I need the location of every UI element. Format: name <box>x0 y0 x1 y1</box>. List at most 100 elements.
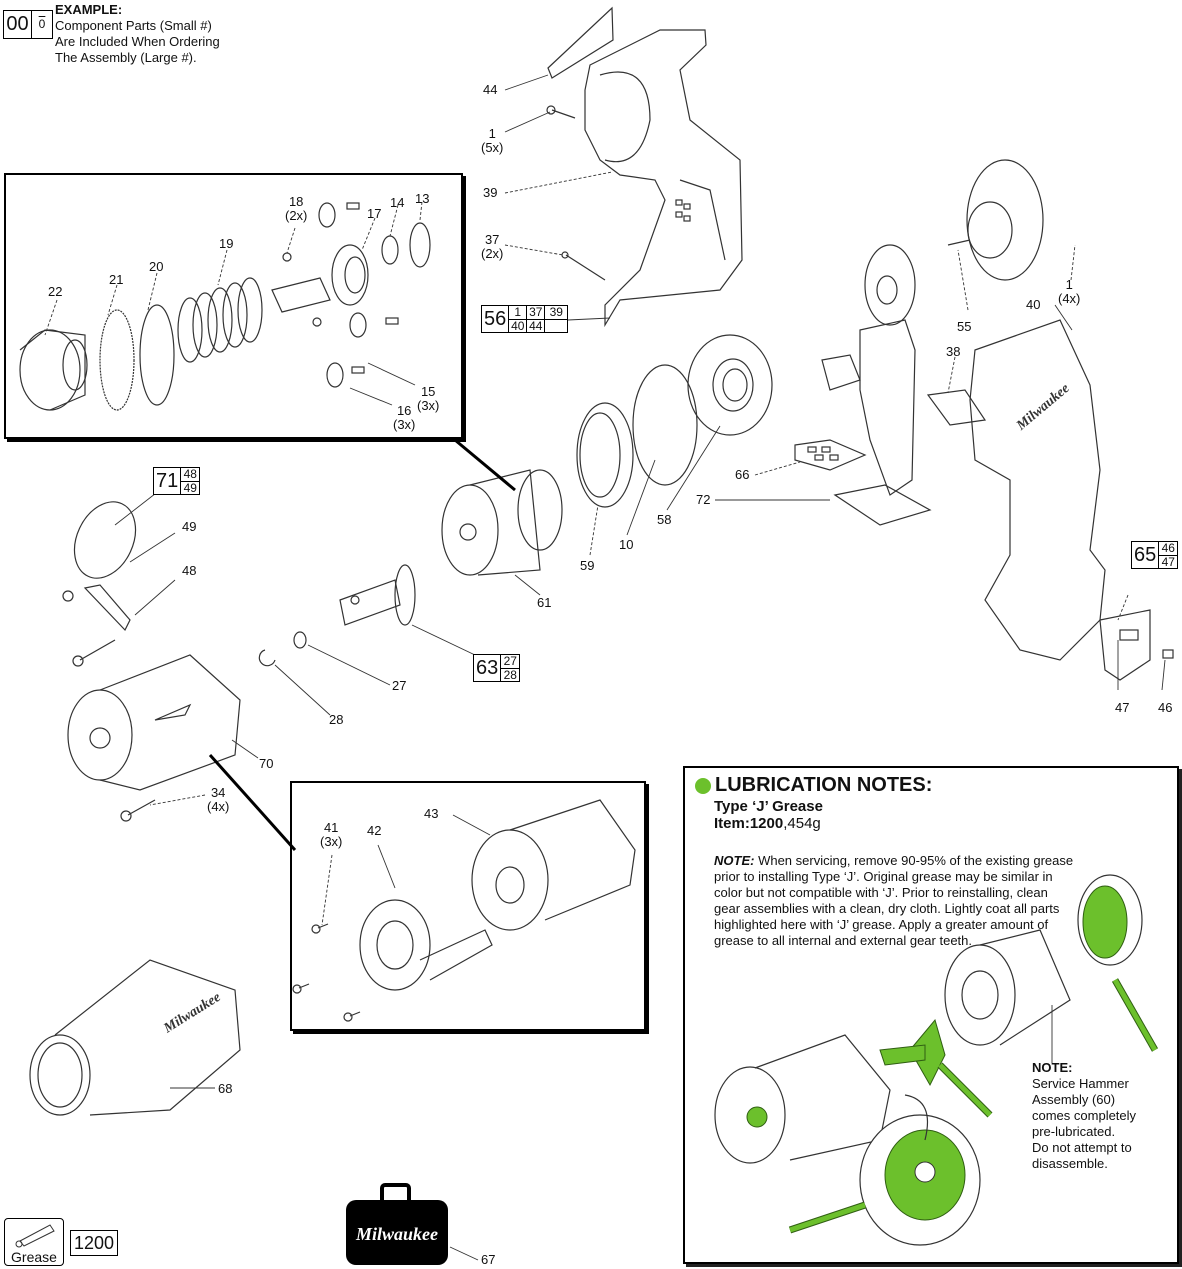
assembly-component: 28 <box>503 667 517 682</box>
assembly-box-65: 65 46 47 <box>1131 541 1179 569</box>
example-line-2: Are Included When Ordering <box>55 34 220 49</box>
part-44-label-plate <box>547 6 614 79</box>
part-label-46: 46 <box>1158 700 1173 715</box>
hammer-assembly-detail <box>19 202 431 411</box>
part-1-screw <box>546 105 576 119</box>
part-label-22: 22 <box>48 284 63 299</box>
example-small-number: 0 <box>38 17 46 31</box>
hammer-detail-frame <box>4 173 463 439</box>
assembly-component <box>545 320 567 333</box>
assembly-box-56: 56 1 37 39 40 44 <box>481 305 569 333</box>
assembly-component: 47 <box>1161 554 1175 569</box>
part-label-44: 44 <box>483 82 498 97</box>
example-big-number: 00 <box>4 11 32 38</box>
case-brand-text: Milwaukee <box>355 1224 438 1244</box>
part-label-43: 43 <box>424 806 439 821</box>
part-label-61: 61 <box>537 595 552 610</box>
lubrication-notes-panel <box>683 766 1179 1264</box>
hammer-note: NOTE: Service Hammer Assembly (60) comes… <box>1032 1060 1137 1171</box>
part-label-20: 20 <box>149 259 164 274</box>
part-65-belt-clip <box>1099 609 1151 681</box>
part-66-battery-interface <box>794 439 867 471</box>
part-label-28: 28 <box>329 712 344 727</box>
part-label-18-2x: 18(2x) <box>285 194 308 223</box>
part-label-42: 42 <box>367 823 382 838</box>
green-dot-icon <box>695 777 711 794</box>
part-label-70: 70 <box>259 756 274 771</box>
part-label-39: 39 <box>483 185 498 200</box>
lubrication-note: NOTE: When servicing, remove 90-95% of t… <box>714 853 1074 949</box>
grease-tube-icon: Grease <box>4 1218 64 1266</box>
front-cover-detail-frame <box>290 781 646 1031</box>
part-label-67: 67 <box>481 1252 496 1267</box>
part-label-16-3x: 16(3x) <box>393 403 416 432</box>
part-label-37-2x: 37(2x) <box>481 232 504 261</box>
part-63-anvil <box>339 564 416 626</box>
part-label-14: 14 <box>390 195 405 210</box>
note-label: NOTE: <box>714 853 755 868</box>
part-label-34-4x: 34(4x) <box>207 785 230 814</box>
part-label-40: 40 <box>1026 297 1041 312</box>
electronics-switch-assembly <box>821 319 932 526</box>
part-label-17: 17 <box>367 206 382 221</box>
part-label-58: 58 <box>657 512 672 527</box>
lubrication-title: LUBRICATION NOTES: <box>695 774 932 797</box>
part-70-gear-case <box>67 654 241 822</box>
grease-item-number: 1200 <box>70 1230 119 1256</box>
example-legend-text: EXAMPLE: Component Parts (Small #) Are I… <box>55 2 220 66</box>
assembly-component: 39 <box>545 306 568 320</box>
part-label-68: 68 <box>218 1081 233 1096</box>
part-label-27: 27 <box>392 678 407 693</box>
assembly-component: 1 <box>509 306 528 320</box>
assembly-component: 44 <box>527 319 546 332</box>
grease-label: Grease <box>11 1249 57 1265</box>
assembly-box-71: 71 48 49 <box>153 467 201 495</box>
part-46-screw <box>1162 649 1174 659</box>
part-38-switch <box>926 389 987 426</box>
part-28-retaining-ring <box>258 649 276 667</box>
part-label-72: 72 <box>696 492 711 507</box>
part-67-carrying-case: Milwaukee <box>346 1183 448 1265</box>
assembly-component: 48 <box>181 468 200 482</box>
example-line-1: Component Parts (Small #) <box>55 18 212 33</box>
part-label-49: 49 <box>182 519 197 534</box>
part-label-1-4x: 1(4x) <box>1058 277 1081 306</box>
part-label-41-3x: 41(3x) <box>320 820 343 849</box>
part-label-1-5x: 1(5x) <box>481 126 504 155</box>
part-40-handle-housing: Milwaukee <box>969 319 1106 661</box>
assembly-number: 65 <box>1132 542 1160 568</box>
front-cover-detail <box>292 799 636 1022</box>
part-label-13: 13 <box>415 191 430 206</box>
part-55-motor <box>864 159 1044 326</box>
assembly-component: 46 <box>1159 542 1178 556</box>
assembly-number: 71 <box>154 468 182 494</box>
svg-text:Milwaukee: Milwaukee <box>1013 381 1072 434</box>
assembly-component: 27 <box>501 655 520 669</box>
part-label-19: 19 <box>219 236 234 251</box>
part-39-housing <box>584 29 743 328</box>
note-text: When servicing, remove 90-95% of the exi… <box>714 853 1074 948</box>
part-37-screw <box>561 251 606 281</box>
part-label-10: 10 <box>619 537 634 552</box>
assembly-box-63: 63 27 28 <box>473 654 521 682</box>
part-label-48: 48 <box>182 563 197 578</box>
part-label-38: 38 <box>946 344 961 359</box>
part-27-washer <box>293 631 307 649</box>
leader-lines <box>44 74 1166 1261</box>
assembly-component: 37 <box>527 306 546 320</box>
assembly-component: 40 <box>509 319 528 332</box>
grease-item: Item:1200,454g <box>714 815 821 832</box>
assembly-number: 63 <box>474 655 502 681</box>
assembly-component: 49 <box>183 480 197 495</box>
grease-type: Type ‘J’ Grease <box>714 798 823 815</box>
part-label-15-3x: 15(3x) <box>417 384 440 413</box>
part-label-21: 21 <box>109 272 124 287</box>
example-title: EXAMPLE: <box>55 2 123 17</box>
part-59-ring-gear <box>576 402 634 508</box>
part-label-55: 55 <box>957 319 972 334</box>
example-assembly-box: 00 0 <box>3 10 53 39</box>
lubrication-title-text: LUBRICATION NOTES: <box>715 774 933 796</box>
part-label-47: 47 <box>1115 700 1130 715</box>
part-10-o-ring <box>632 364 698 486</box>
